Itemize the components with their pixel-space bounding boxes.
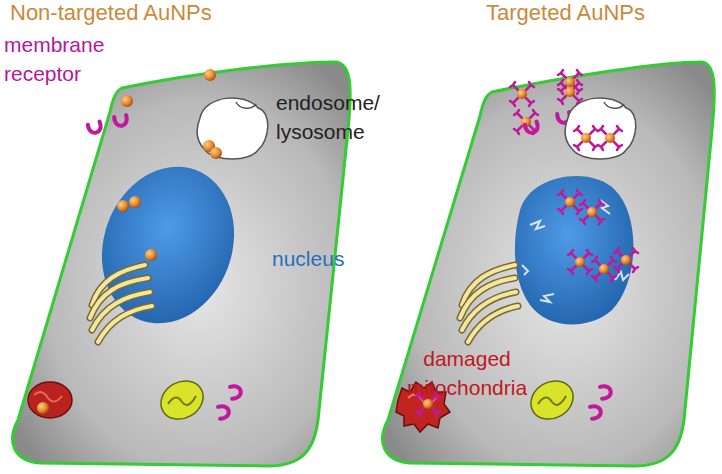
- damaged-mitochondria-label: damaged mitochondria: [392, 344, 542, 402]
- panel-title: Non-targeted AuNPs: [10, 0, 212, 26]
- panel-title: Targeted AuNPs: [486, 0, 645, 26]
- nucleus-label: nucleus: [272, 244, 372, 273]
- cell-panel: Targeted AuNPs: [362, 0, 722, 474]
- endosome-label: endosome/ lysosome: [276, 88, 406, 146]
- membrane-receptor-label: membrane receptor: [4, 30, 124, 88]
